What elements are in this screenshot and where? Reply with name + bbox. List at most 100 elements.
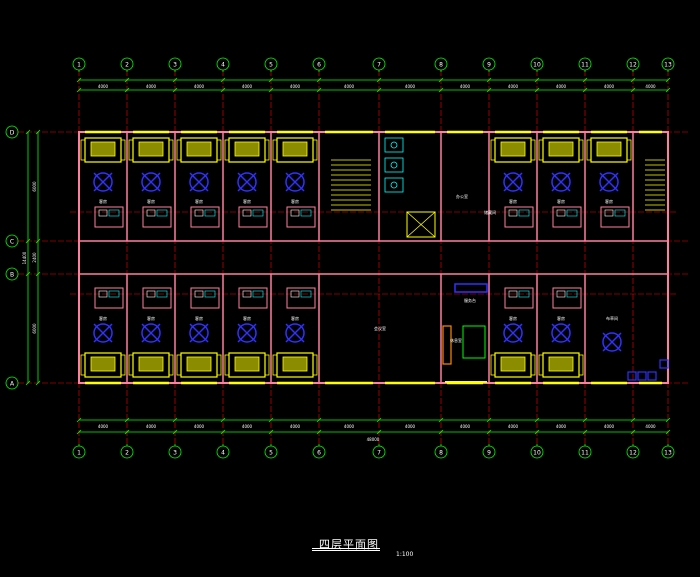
room-label-office: 办公室 (456, 193, 468, 199)
chair-mark (551, 323, 571, 343)
axis-label-6: 6 (317, 450, 321, 457)
furniture (80, 137, 669, 383)
bed-cover (500, 141, 526, 157)
washbasin (252, 290, 264, 298)
room-label-north: 客房 (195, 198, 203, 204)
washbasin (518, 290, 530, 298)
nightstand (264, 139, 270, 161)
lounge-chairs (503, 172, 523, 192)
bathroom-wall (600, 206, 630, 228)
dim-tick (376, 77, 382, 83)
room-label-meeting: 会议室 (374, 325, 386, 331)
dim-tick (316, 77, 322, 83)
dim-text-top: 4000 (645, 84, 656, 89)
axis-bubble-2 (120, 445, 134, 459)
bed-cover (138, 356, 164, 372)
dim-tick (35, 238, 41, 244)
axis-label-9: 9 (487, 62, 491, 69)
chair-mark (237, 323, 257, 343)
lounge-chairs (285, 323, 305, 343)
dim-tick (268, 77, 274, 83)
lounge-chairs (141, 323, 161, 343)
nightstand (578, 354, 584, 376)
chair-mark (602, 332, 622, 352)
nightstand (120, 354, 126, 376)
room-label-north: 客房 (291, 198, 299, 204)
bathroom-wall (504, 287, 534, 309)
axis-label-13: 13 (664, 450, 672, 457)
bathroom-wall (238, 206, 268, 228)
room-label-south: 客房 (243, 315, 251, 321)
axis-label-3: 3 (173, 62, 177, 69)
washbasin (300, 290, 312, 298)
dim-tick (630, 77, 636, 83)
axis-label-12: 12 (629, 450, 637, 457)
washbasin (614, 209, 626, 217)
elevator-shaft (406, 211, 436, 238)
axis-bubble-9 (482, 57, 496, 71)
dim-tick (438, 417, 444, 423)
dim-tick (76, 87, 82, 93)
dim-tick (172, 429, 178, 435)
axis-label-B: B (10, 272, 14, 279)
nightstand (530, 139, 536, 161)
washbasin (518, 209, 530, 217)
axis-label-9: 9 (487, 450, 491, 457)
nightstand (490, 354, 496, 376)
axis-label-1: 1 (77, 62, 81, 69)
axis-label-7: 7 (377, 62, 381, 69)
dim-tick (316, 429, 322, 435)
axis-label-10: 10 (533, 450, 541, 457)
dim-tick (665, 77, 671, 83)
dim-tick (534, 87, 540, 93)
bed-cover (186, 141, 212, 157)
washbasin (566, 290, 578, 298)
dim-tick (76, 417, 82, 423)
storage-box (637, 371, 647, 381)
lounge-chairs (237, 323, 257, 343)
dim-tick (268, 417, 274, 423)
toilet (508, 290, 518, 298)
fixture (390, 141, 398, 149)
washbasin (252, 209, 264, 217)
dim-tick (35, 271, 41, 277)
dim-text-top: 4000 (508, 84, 519, 89)
dim-tick (25, 380, 31, 386)
bed-cover (282, 356, 308, 372)
washbasin (108, 290, 120, 298)
nightstand (312, 139, 318, 161)
dim-tick (220, 429, 226, 435)
toilet (290, 209, 300, 217)
room-label-north: 客房 (243, 198, 251, 204)
dim-tick (76, 77, 82, 83)
axis-label-4: 4 (221, 450, 225, 457)
axis-label-D: D (10, 130, 15, 137)
chair-mark (551, 172, 571, 192)
dim-tick (172, 77, 178, 83)
axis-bubble-3 (168, 445, 182, 459)
dim-text-left: 6000 (32, 323, 37, 334)
room-label-north: 客房 (509, 198, 517, 204)
bed-cover (596, 141, 622, 157)
axis-label-6: 6 (317, 62, 321, 69)
lounge-chairs (599, 172, 619, 192)
axis-bubble-B (5, 267, 19, 281)
toilet (146, 209, 156, 217)
nightstand (128, 354, 134, 376)
dim-text-bottom: 4000 (194, 424, 205, 429)
dim-tick (316, 417, 322, 423)
dim-text-top: 4000 (344, 84, 355, 89)
axis-bubble-7 (372, 57, 386, 71)
axis-label-C: C (10, 239, 14, 246)
axis-label-2: 2 (125, 450, 129, 457)
nightstand (272, 354, 278, 376)
dim-tick (665, 417, 671, 423)
dim-tick (486, 77, 492, 83)
chair-mark (141, 323, 161, 343)
nightstand (224, 354, 230, 376)
dim-tick (630, 429, 636, 435)
toilet (146, 290, 156, 298)
dim-tick (376, 417, 382, 423)
title-underline-2 (312, 550, 380, 551)
